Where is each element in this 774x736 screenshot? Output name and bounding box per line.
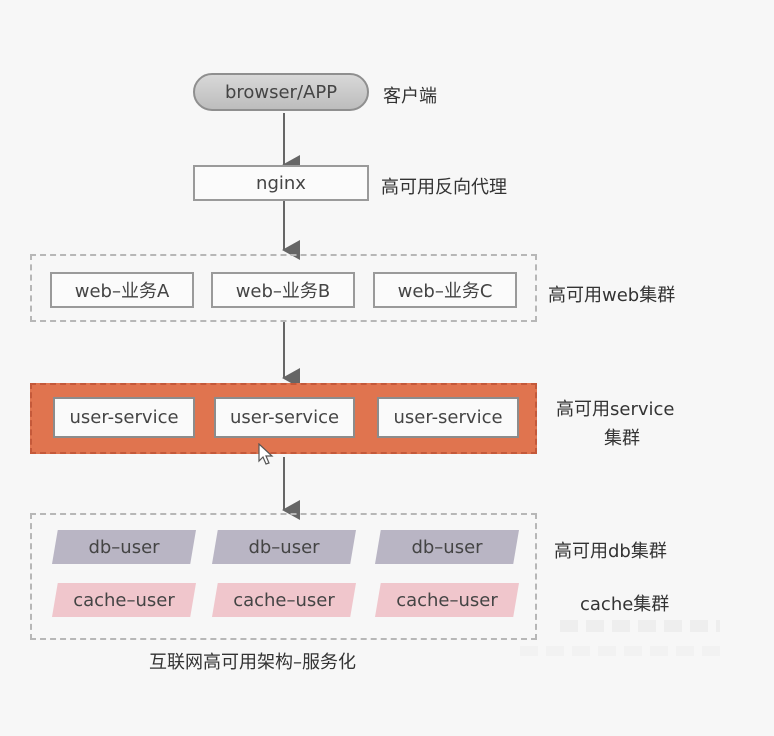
proxy-label: 高可用反向代理 [381, 177, 507, 198]
client-node: browser/APP [193, 73, 369, 111]
cache-node-1: cache–user [52, 583, 196, 617]
db-node-2: db–user [212, 530, 356, 564]
nginx-node: nginx [193, 165, 369, 201]
client-label: 客户端 [383, 86, 437, 107]
service-node-1: user-service [53, 397, 195, 438]
db-cluster-label: 高可用db集群 [554, 541, 667, 562]
web-cluster-label: 高可用web集群 [548, 285, 676, 306]
mouse-cursor-icon [258, 443, 274, 465]
web-cluster-group [30, 254, 537, 322]
data-cluster-group [30, 513, 537, 640]
service-cluster-label-line1: 高可用service [556, 399, 675, 420]
cache-node-2: cache–user [212, 583, 356, 617]
cache-cluster-label: cache集群 [580, 594, 670, 615]
db-node-1: db–user [52, 530, 196, 564]
service-cluster-label-line2: 集群 [604, 428, 640, 449]
cropped-subtext [560, 620, 720, 632]
web-node-c: web–业务C [373, 272, 517, 308]
service-node-3: user-service [377, 397, 519, 438]
web-node-b: web–业务B [211, 272, 355, 308]
db-node-3: db–user [375, 530, 519, 564]
blurred-artifact [520, 646, 720, 656]
web-node-a: web–业务A [50, 272, 194, 308]
service-node-2: user-service [214, 397, 355, 438]
diagram-caption: 互联网高可用架构–服务化 [149, 652, 356, 673]
cache-node-3: cache–user [375, 583, 519, 617]
